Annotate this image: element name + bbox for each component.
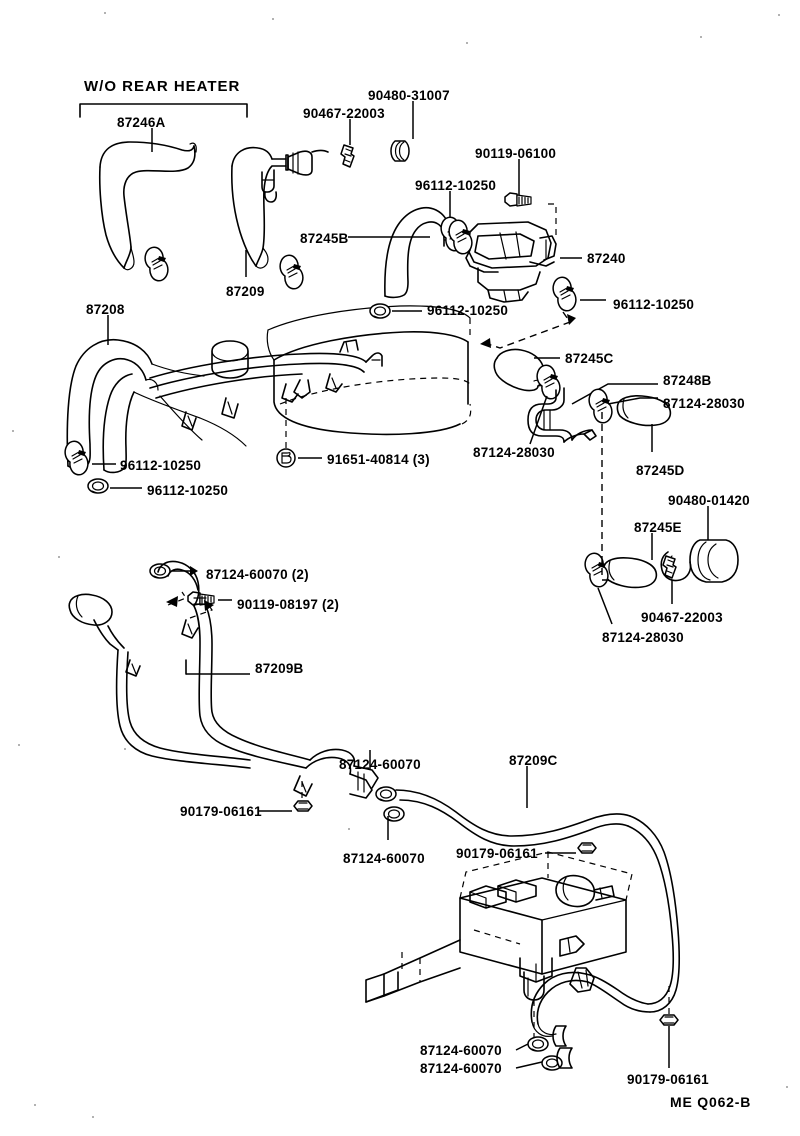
scan-speck	[272, 18, 274, 20]
engine-rail-pipe	[149, 339, 383, 431]
callout-part-number-c07: 87245B	[300, 231, 349, 246]
callout-part-number-c32: 90179-06161	[456, 846, 538, 861]
clamp-87124-60070-top	[149, 563, 171, 579]
callout-part-number-c11: 96112-10250	[427, 303, 509, 318]
dash-bolt-08197	[189, 603, 213, 619]
callout-part-number-c15: 87124-28030	[663, 396, 745, 411]
part-90467-22003-clip-top	[340, 144, 355, 168]
callout-part-number-c31: 87124-60070	[343, 851, 425, 866]
callout-part-number-c09: 87209	[226, 284, 265, 299]
callout-part-number-c24: 90467-22003	[641, 610, 723, 625]
callout-part-number-c16: 96112-10250	[120, 458, 202, 473]
hose-tips-bottom	[552, 1025, 573, 1069]
callout-part-number-c05: 90119-06100	[475, 146, 557, 161]
leader-87124-60070-bot1	[515, 1043, 529, 1051]
section-bracket	[79, 103, 248, 118]
callout-part-number-c29: 87209C	[509, 753, 558, 768]
callout-part-number-c34: 87124-60070	[420, 1061, 502, 1076]
callout-part-number-c23: 87124-60070 (2)	[206, 567, 309, 582]
scan-speck	[786, 1086, 788, 1088]
scan-speck	[104, 12, 106, 14]
callout-part-number-c20: 96112-10250	[147, 483, 229, 498]
clamp-under-87246A	[144, 246, 169, 282]
callout-part-number-c35: 90179-06161	[627, 1072, 709, 1087]
part-87209-hose-tee	[231, 146, 329, 269]
scan-speck	[18, 744, 20, 746]
scan-speck	[466, 42, 468, 44]
part-90467-22003-clip-lower	[662, 555, 677, 579]
callout-part-number-c27: 87209B	[255, 661, 304, 676]
callout-part-number-c25: 90119-08197 (2)	[237, 597, 340, 612]
callout-part-number-c21: 90480-01420	[668, 493, 750, 508]
scan-speck	[700, 36, 702, 38]
callout-part-number-c30: 90179-06161	[180, 804, 262, 819]
callout-part-number-c28: 87124-60070	[339, 757, 421, 772]
clamp-87124-60070-m2	[383, 806, 405, 822]
clamp-96112-a	[64, 440, 89, 476]
part-90480-31007-grommet	[390, 140, 410, 162]
callout-part-number-c22: 87245E	[634, 520, 682, 535]
callout-part-number-c14: 87248B	[663, 373, 712, 388]
clamp-96112-engine	[369, 303, 391, 319]
part-87240-heater-valve	[465, 221, 557, 303]
part-90179-06161-bot	[659, 1014, 679, 1026]
callout-part-number-c18: 87124-28030	[473, 445, 555, 460]
scan-speck	[34, 1104, 36, 1106]
part-87245C-hose	[493, 348, 546, 392]
callout-part-number-c17: 91651-40814 (3)	[327, 452, 430, 467]
clamp-87124-28030-b	[588, 388, 613, 424]
part-90179-06161-mid	[577, 842, 597, 854]
scan-speck	[778, 14, 780, 16]
scan-speck	[124, 748, 126, 750]
scan-speck	[92, 1116, 94, 1118]
callout-part-number-c04: 90480-31007	[368, 88, 450, 103]
callout-part-number-c03: 90467-22003	[303, 106, 385, 121]
part-87245E-hose	[602, 557, 658, 589]
callout-part-number-c33: 87124-60070	[420, 1043, 502, 1058]
callout-part-number-c26: 87124-28030	[602, 630, 684, 645]
callout-part-number-c19: 87245D	[636, 463, 685, 478]
dash-long-route	[601, 412, 614, 581]
part-87248B-pipe	[527, 387, 597, 443]
scan-speck	[12, 430, 14, 432]
part-87209B-pipe	[68, 560, 311, 769]
dash-bolt-to-valve	[548, 203, 557, 238]
part-87246A-hose	[98, 141, 197, 271]
scan-speck	[58, 556, 60, 558]
leader-87248B	[571, 383, 658, 405]
callout-sheet-code-c36: ME Q062-B	[670, 1094, 752, 1110]
callout-part-number-c12: 96112-10250	[613, 297, 695, 312]
clamp-87209C-bend	[569, 967, 595, 993]
part-90119-06100-bolt	[504, 192, 532, 207]
clamp-87124-28030-c	[584, 552, 609, 588]
part-87245D-hose	[616, 395, 672, 427]
leader-87124-60070-bot2	[515, 1061, 543, 1069]
clamp-87124-60070-m1	[375, 786, 397, 802]
callout-section-note-c01: W/O REAR HEATER	[84, 78, 241, 95]
clamp-96112-valve-right	[552, 276, 577, 312]
engine-assembly-outline	[211, 305, 472, 436]
scan-speck	[348, 828, 350, 830]
rear-heater-unit	[365, 851, 633, 1003]
callout-part-number-c13: 87245C	[565, 351, 614, 366]
clamp-96112-b	[87, 478, 109, 494]
pipe-junction-mid	[293, 748, 379, 799]
marker-b-circle	[276, 448, 296, 468]
part-87208-hose	[66, 339, 247, 474]
clamp-87124-60070-bot1	[527, 1036, 549, 1052]
callout-part-number-c06: 96112-10250	[415, 178, 497, 193]
clamp-under-87209	[279, 254, 304, 290]
part-87209C-pipe	[395, 789, 681, 1037]
callout-part-number-c02: 87246A	[117, 115, 166, 130]
part-90179-06161-left	[293, 800, 313, 812]
leader-87124-28030-c	[597, 587, 613, 625]
callout-part-number-c08: 87240	[587, 251, 626, 266]
callout-part-number-c10: 87208	[86, 302, 125, 317]
dash-valve-to-hose	[487, 311, 572, 349]
leader-87124-28030-b	[607, 397, 658, 405]
